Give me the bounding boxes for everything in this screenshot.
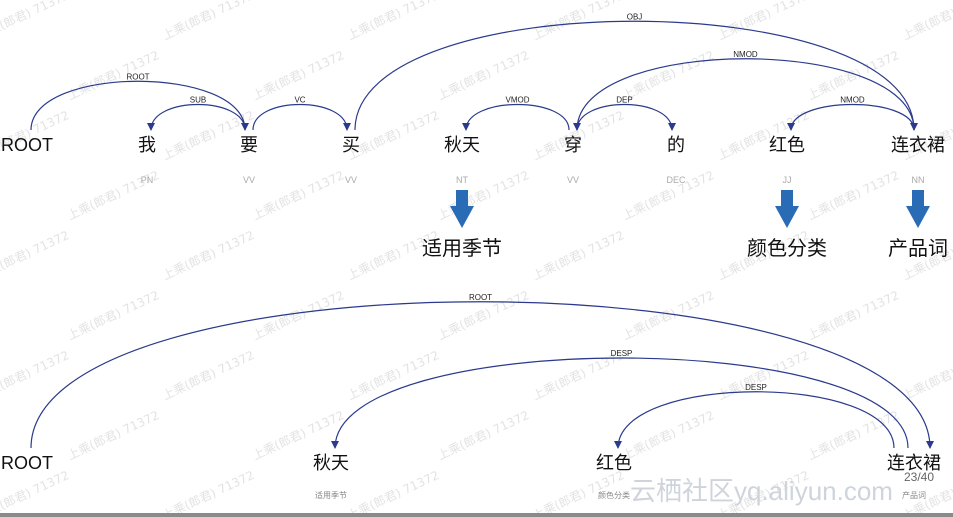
dependency-arc <box>150 104 246 131</box>
category-arrow-head <box>775 206 799 228</box>
word-token: 红色 <box>596 453 632 474</box>
word-token: 要 <box>240 135 258 156</box>
dependency-arc <box>576 104 673 131</box>
entity-type-label: 适用季节 <box>315 490 347 500</box>
bottom-bar <box>0 513 953 517</box>
dependency-arc <box>617 391 895 449</box>
category-label: 适用季节 <box>422 236 502 260</box>
word-token: ROOT <box>1 135 53 155</box>
watermark-text: 上乘(郎君) 71372 <box>0 228 71 283</box>
watermark-text: 上乘(郎君) 71372 <box>345 0 441 43</box>
watermark-text: 上乘(郎君) 71372 <box>530 228 626 283</box>
bottom-parse-arcs: ROOT DESP DESP <box>30 293 934 449</box>
relation-label: NMOD <box>840 96 865 105</box>
relation-label: DESP <box>745 383 767 392</box>
word-token: ROOT <box>1 453 53 473</box>
relation-label: ROOT <box>469 293 492 302</box>
relation-label: ROOT <box>126 72 149 81</box>
dependency-arc <box>334 357 909 449</box>
pos-tag: PN <box>141 175 154 185</box>
word-token: 我 <box>138 135 156 156</box>
watermark-text: 上乘(郎君) 71372 <box>620 48 716 103</box>
watermark-text: 上乘(郎君) 71372 <box>715 0 811 43</box>
top-parse-words: ROOT 我 PN 要 VV 买 VV 秋天 NT 穿 VV 的 DEC 红色 JJ 连衣裙 NN <box>1 135 945 185</box>
watermark-text: 上乘(郎君) 71372 <box>0 348 71 403</box>
pos-tag: VV <box>243 175 255 185</box>
arc-arrowhead <box>147 123 155 131</box>
watermark-text: 上乘(郎君) 71372 <box>160 348 256 403</box>
relation-label: VC <box>294 96 305 105</box>
pos-tag: DEC <box>666 175 686 185</box>
watermark-text: 上乘(郎君) 71372 <box>160 228 256 283</box>
watermark-text: 上乘(郎君) 71372 <box>0 0 71 43</box>
watermark-text: 上乘(郎君) 71372 <box>65 408 161 463</box>
word-token: 红色 <box>769 135 805 156</box>
relation-label: VMOD <box>506 96 530 105</box>
relation-label: DESP <box>611 349 633 358</box>
watermark-text: 上乘(郎君) 71372 <box>0 468 71 517</box>
top-parse-arcs: ROOT SUB VC OBJ VMOD DEP NMOD NMOD <box>30 12 918 131</box>
dependency-arc <box>30 80 246 131</box>
dependency-arc <box>252 104 348 131</box>
dependency-arc <box>465 103 570 131</box>
arc-arrowhead <box>343 123 351 131</box>
relation-label: OBJ <box>627 12 643 21</box>
pos-tag: VV <box>567 175 579 185</box>
arc-arrowhead <box>573 123 581 131</box>
pos-tag: NN <box>912 175 925 185</box>
arc-arrowhead <box>331 441 339 449</box>
watermark-text: 上乘(郎君) 71372 <box>435 408 531 463</box>
category-arrow-shaft <box>912 190 924 208</box>
relation-label: DEP <box>616 96 632 105</box>
word-token: 秋天 <box>313 453 349 474</box>
entity-type-label: 颜色分类 <box>598 490 630 500</box>
word-token: 秋天 <box>444 135 480 156</box>
watermark-text: 上乘(郎君) 71372 <box>435 168 531 223</box>
arc-arrowhead <box>614 441 622 449</box>
watermark-text: 上乘(郎君) 71372 <box>250 168 346 223</box>
watermark-text: 上乘(郎君) 71372 <box>345 468 441 517</box>
category-label: 产品词 <box>888 236 948 260</box>
pos-tag: NT <box>456 175 468 185</box>
word-token: 连衣裙 <box>887 453 941 474</box>
dependency-arc <box>30 301 931 449</box>
arc-arrowhead <box>787 123 795 131</box>
arc-arrowhead <box>668 123 676 131</box>
watermark-text: 上乘(郎君) 71372 <box>900 0 953 43</box>
category-arrow-shaft <box>781 190 793 208</box>
watermark-text: 上乘(郎君) 71372 <box>250 288 346 343</box>
entity-type-label: 产品词 <box>902 490 926 500</box>
category-arrow-shaft <box>456 190 468 208</box>
dependency-arc <box>354 20 915 131</box>
pos-tag: VV <box>345 175 357 185</box>
dependency-arc <box>576 58 915 131</box>
watermark-text: 上乘(郎君) 71372 <box>805 288 901 343</box>
pos-tag: JJ <box>783 175 792 185</box>
relation-label: SUB <box>190 96 206 105</box>
arc-arrowhead <box>926 441 934 449</box>
word-token: 买 <box>342 135 360 156</box>
watermark-text: 上乘(郎君) 71372 <box>65 288 161 343</box>
word-token: 穿 <box>564 135 582 156</box>
watermark-text: 上乘(郎君) 71372 <box>160 468 256 517</box>
relation-label: NMOD <box>733 50 758 59</box>
word-token: 连衣裙 <box>891 135 945 156</box>
watermark-text: 上乘(郎君) 71372 <box>160 0 256 43</box>
word-token: 的 <box>667 135 685 156</box>
watermark-text: 上乘(郎君) 71372 <box>620 288 716 343</box>
watermark-text: 上乘(郎君) 71372 <box>900 348 953 403</box>
top-parse-categories: 适用季节 颜色分类 产品词 <box>422 190 948 260</box>
dependency-arc <box>790 103 915 131</box>
category-arrow-head <box>450 206 474 228</box>
page-number: 23/40 <box>904 470 934 484</box>
watermark-text: 上乘(郎君) 71372 <box>805 168 901 223</box>
category-label: 颜色分类 <box>747 236 827 260</box>
category-arrow-head <box>906 206 930 228</box>
brand-watermark: 云栖社区yq.aliyun.com <box>630 476 893 506</box>
arc-arrowhead <box>462 123 470 131</box>
watermark-text: 上乘(郎君) 71372 <box>345 348 441 403</box>
watermark-text: 上乘(郎君) 71372 <box>620 408 716 463</box>
